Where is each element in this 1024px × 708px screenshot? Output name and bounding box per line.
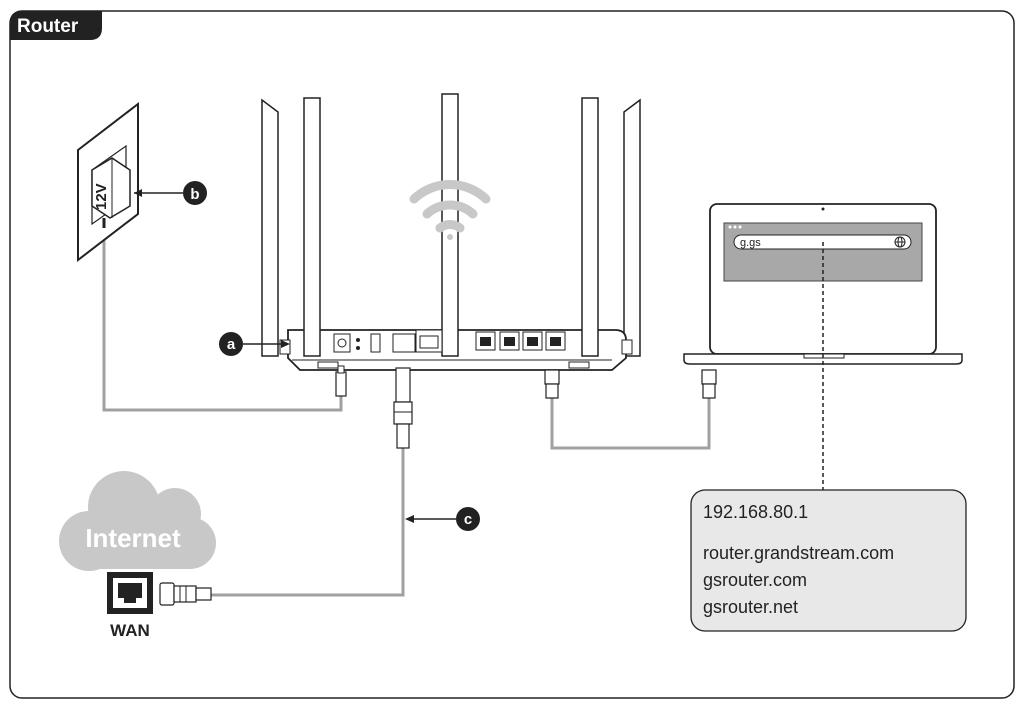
- power-adapter: 12V: [91, 157, 131, 228]
- globe-icon: [894, 236, 906, 248]
- wan-jack-icon: [107, 572, 153, 614]
- marker-a: [219, 332, 243, 356]
- lan-cable: [550, 398, 711, 450]
- laptop-base: [683, 353, 963, 365]
- adapter-label: 12V: [93, 183, 110, 210]
- antenna-rear-left: [261, 98, 279, 357]
- lan-plug-laptop: [701, 369, 717, 399]
- usb-port: [370, 333, 381, 353]
- antenna-rear-right: [623, 98, 641, 357]
- reset-button: [356, 338, 360, 342]
- wifi-icon: [409, 180, 491, 240]
- section-tab-label: Router: [17, 16, 79, 37]
- marker-a-label: a: [227, 336, 236, 353]
- lan-ports: [475, 331, 566, 351]
- sfp-port: [392, 333, 416, 353]
- internet-label: Internet: [85, 523, 181, 553]
- wan-plug-router: [393, 367, 413, 449]
- address-box: [690, 489, 967, 632]
- marker-b: [183, 181, 207, 205]
- browser-address: g.gs: [740, 237, 761, 249]
- marker-c: [456, 507, 480, 531]
- antenna-front-left: [303, 97, 321, 357]
- antenna-front-right: [581, 97, 599, 357]
- router: [261, 93, 641, 371]
- router-domain-3: gsrouter.net: [703, 597, 798, 617]
- wan-plug-modem: [159, 582, 212, 606]
- power-plug: [335, 365, 347, 397]
- wan-cable: [211, 448, 405, 597]
- router-domain-2: gsrouter.com: [703, 570, 807, 590]
- marker-b-label: b: [190, 186, 199, 203]
- section-tab: [10, 11, 102, 40]
- router-domain-1: router.grandstream.com: [703, 543, 894, 563]
- marker-c-label: c: [464, 511, 472, 528]
- power-cable: [102, 228, 343, 412]
- wan-label: WAN: [110, 621, 150, 640]
- lan-plug-router: [544, 369, 560, 399]
- router-ip: 192.168.80.1: [703, 502, 808, 522]
- cables: [102, 228, 711, 597]
- internet-cloud: [59, 471, 216, 571]
